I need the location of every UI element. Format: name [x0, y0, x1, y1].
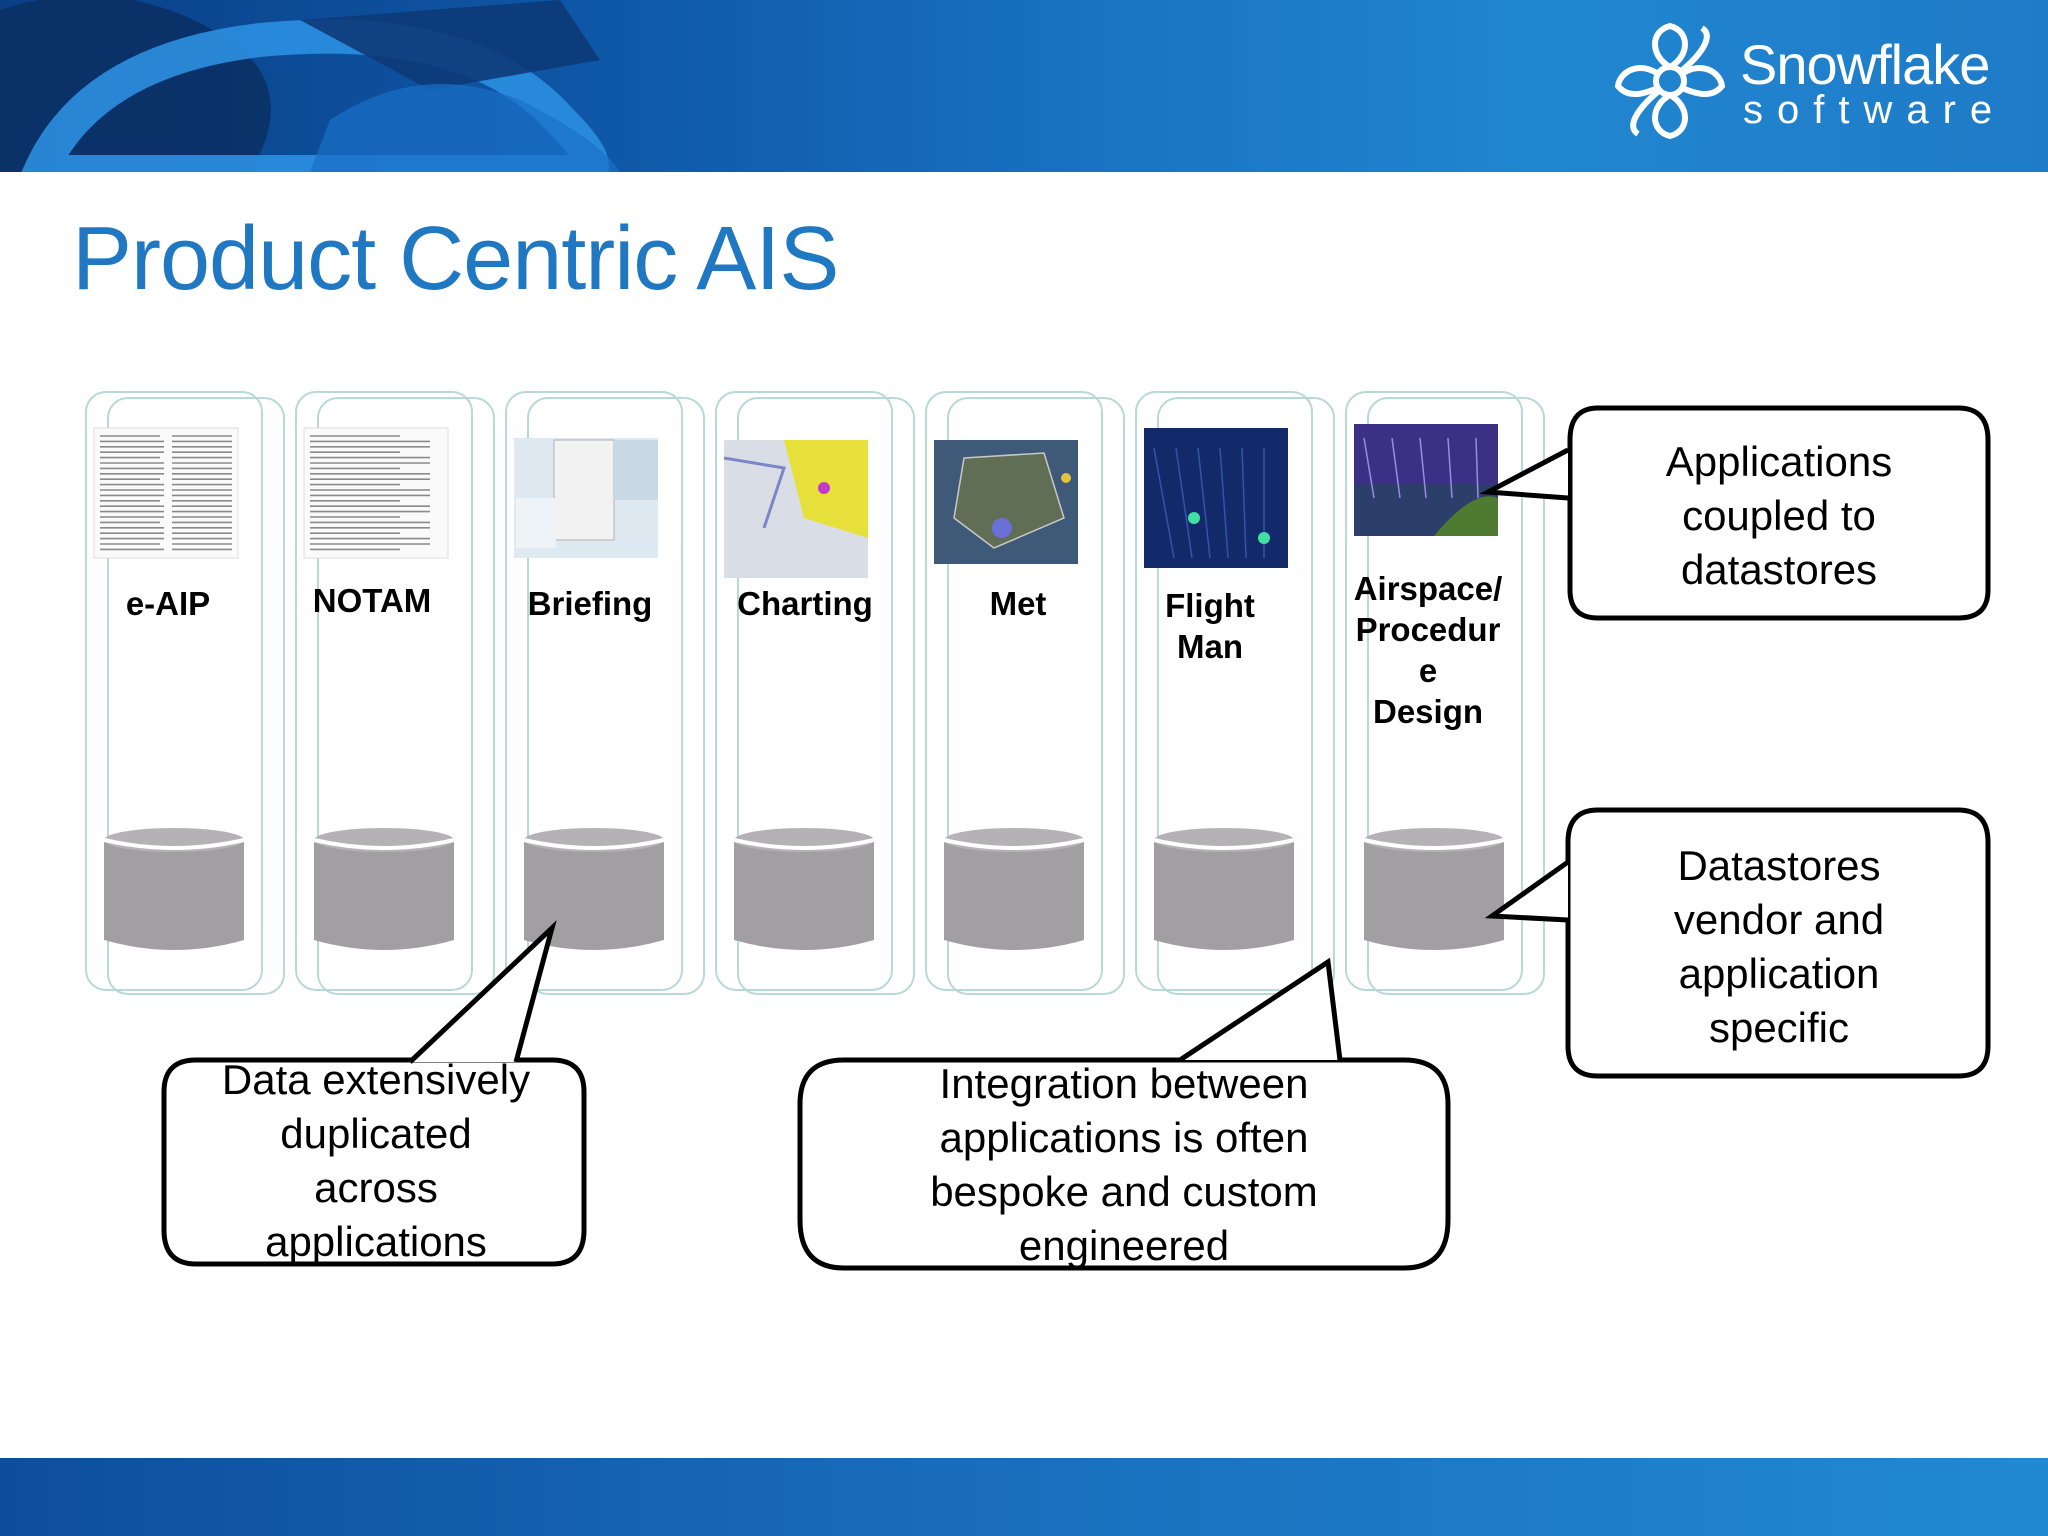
callout-text: Integration between: [940, 1060, 1309, 1107]
datastore-cylinder-icon: [943, 828, 1085, 950]
callout-text: vendor and: [1674, 896, 1884, 943]
thumbnail-3d-airspace: [1354, 424, 1498, 536]
lane-label: e-AIP: [126, 585, 210, 622]
lane-outline: [715, 391, 893, 991]
callout-bubble: [1565, 807, 1991, 1079]
callouts: Applications coupled to datastoresDatastor…: [161, 405, 1991, 1271]
lane-outline-back: [1157, 397, 1335, 995]
lane-outline-back: [317, 397, 495, 995]
datastore-cylinder-icon: [523, 828, 665, 950]
datastore-cylinder-icon: [1153, 828, 1295, 950]
thumbnail-map-dark: [1144, 428, 1288, 568]
callout-bubble: [1567, 405, 1991, 621]
datastore-cylinder-icon: [313, 828, 455, 950]
callout-text: coupled to: [1682, 492, 1876, 539]
callout-vendor: Datastores vendor and application specific: [1484, 807, 1991, 1079]
snowflake-logo: Snowflake software: [1610, 16, 2030, 146]
callout-text: Applications: [1666, 438, 1892, 485]
lane-outline: [1135, 391, 1313, 991]
snowflake-icon: [1614, 22, 1726, 140]
callout-text: Datastores: [1677, 842, 1880, 889]
callout-coupled: Applications coupled to datastores: [1479, 405, 1991, 621]
lane-label: Design: [1373, 693, 1483, 730]
callout-text: across: [314, 1164, 438, 1211]
callout-text: bespoke and custom: [930, 1168, 1318, 1215]
datastore-cylinder-icon: [103, 828, 245, 950]
lane-outline-back: [737, 397, 915, 995]
lane-outline: [1345, 391, 1523, 991]
thumbnail-document: [93, 427, 239, 559]
lane-label: NOTAM: [313, 582, 432, 619]
callout-bubble: [797, 1057, 1451, 1271]
footer-bar: [0, 1458, 2048, 1536]
header-banner: Snowflake software: [0, 0, 2048, 172]
callout-text: duplicated: [280, 1110, 471, 1157]
thumbnail-map-weather: [934, 440, 1078, 564]
logo-name: Snowflake: [1740, 33, 1990, 96]
datastore-cylinder-icon: [1363, 828, 1505, 950]
lane-label: Procedur: [1356, 611, 1501, 648]
callout-pointer: [1479, 447, 1570, 501]
lane-notam: NOTAM: [295, 391, 495, 995]
callout-text: engineered: [1019, 1222, 1229, 1269]
callout-duplicated: Data extensively duplicated across applicat…: [161, 920, 587, 1267]
callout-text: specific: [1709, 1004, 1849, 1051]
callout-text: applications: [265, 1218, 487, 1265]
banner-artwork: [0, 0, 620, 172]
lane-met: Met: [925, 391, 1125, 995]
lane-label: Met: [990, 585, 1047, 622]
lane-eaip: e-AIP: [85, 391, 285, 995]
logo-subtitle: software: [1743, 88, 2007, 132]
lane-label: Charting: [737, 585, 873, 622]
lane-outline: [295, 391, 473, 991]
callout-pointer: [1178, 957, 1343, 1063]
lane-outline: [925, 391, 1103, 991]
lane-label: Flight: [1165, 587, 1255, 624]
lane-label: Airspace/: [1354, 570, 1503, 607]
lane-outline-back: [107, 397, 285, 995]
lane-outline-back: [527, 397, 705, 995]
callout-pointer: [408, 920, 557, 1064]
lane-outline-back: [947, 397, 1125, 995]
datastore-cylinder-icon: [733, 828, 875, 950]
lane-outline-back: [1367, 397, 1545, 995]
callout-text: datastores: [1681, 546, 1877, 593]
lane-outline: [505, 391, 683, 991]
callout-text: Data extensively: [222, 1056, 530, 1103]
callout-text: application: [1679, 950, 1880, 997]
thumbnail-text: [303, 427, 449, 559]
lane-outline: [85, 391, 263, 991]
callout-integration: Integration between applications is often…: [797, 957, 1451, 1271]
lane-label: e: [1419, 652, 1437, 689]
page-title: Product Centric AIS: [72, 209, 839, 309]
lane-briefing: Briefing: [505, 391, 705, 995]
thumbnail-map-yellow: [723, 440, 868, 578]
lane-charting: Charting: [715, 391, 915, 995]
thumbnail-screenshot: [514, 438, 658, 558]
callout-bubble: [161, 1057, 587, 1267]
lane-label: Briefing: [528, 585, 653, 622]
lane-label: Man: [1177, 628, 1243, 665]
callout-pointer: [1484, 859, 1570, 923]
callout-text: applications is often: [940, 1114, 1309, 1161]
